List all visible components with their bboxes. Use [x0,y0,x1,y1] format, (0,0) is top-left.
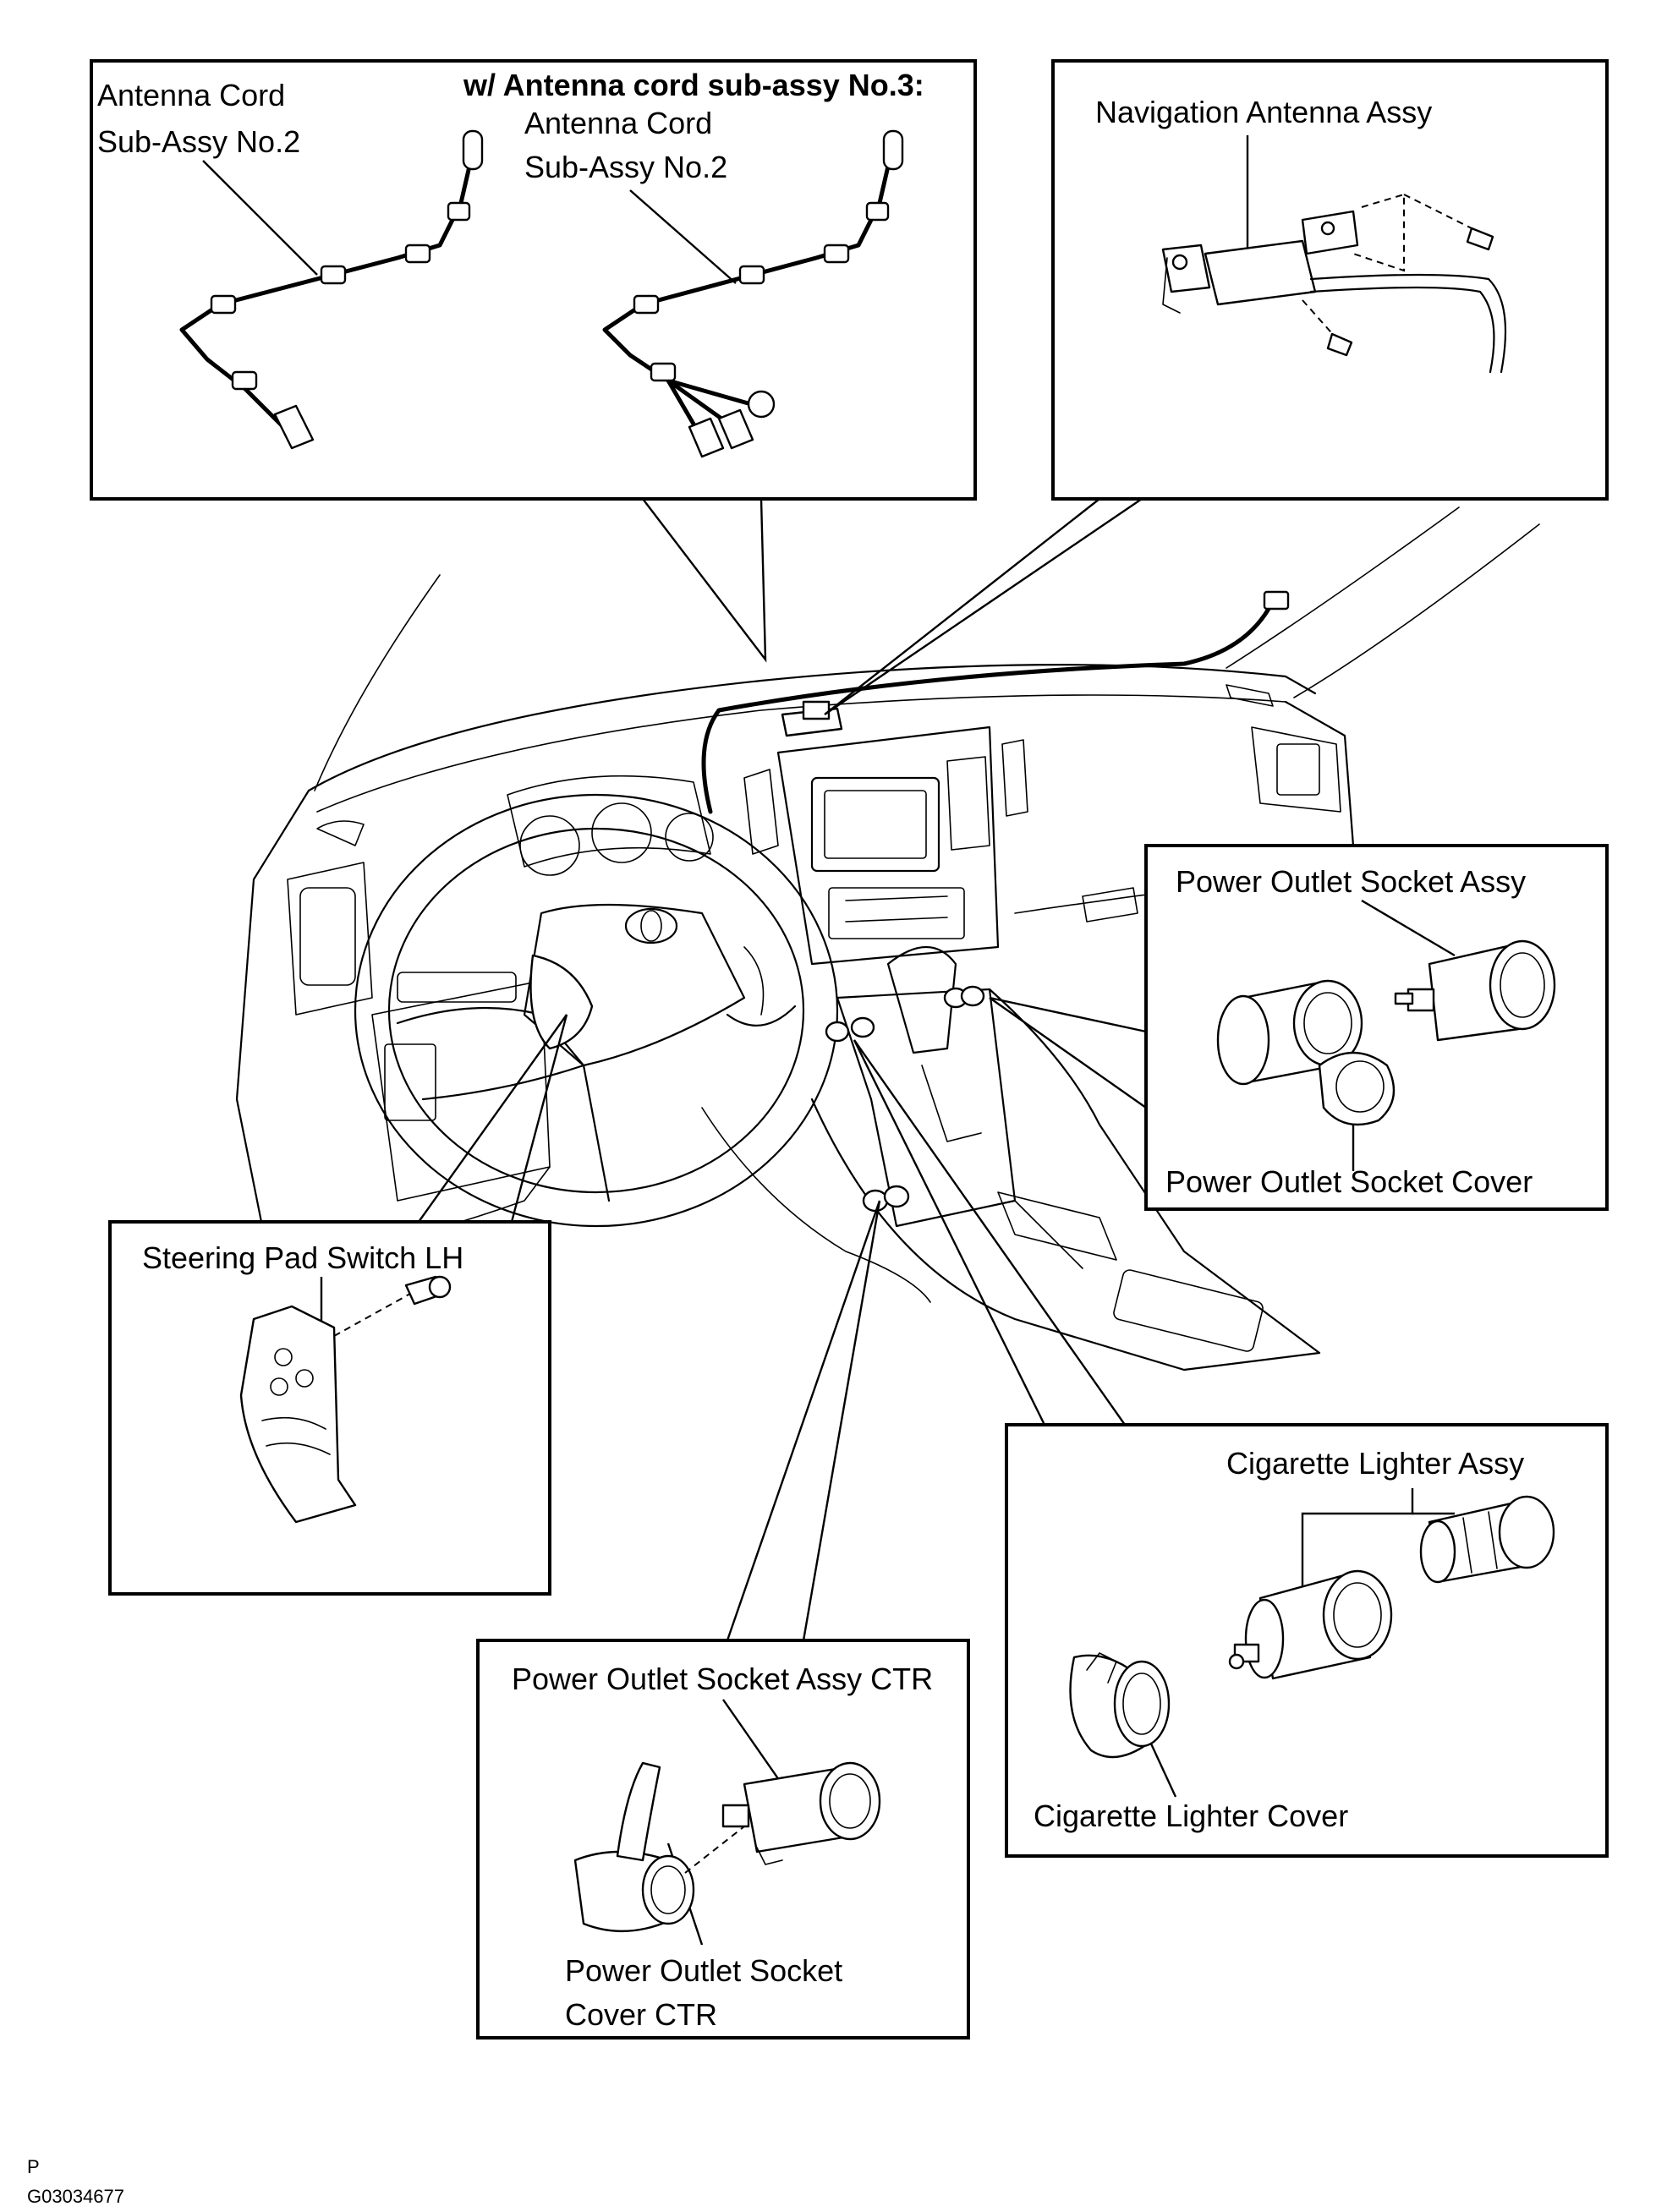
navigation-antenna-label: Navigation Antenna Assy [1095,95,1432,129]
steering-pad-switch-label: Steering Pad Switch LH [142,1240,463,1275]
antenna-cord-left-label-line2: Sub-Assy No.2 [97,124,300,159]
power-outlet-ctr-cover-label-line1: Power Outlet Socket [565,1953,842,1988]
power-outlet-ctr-cover-part [573,1761,745,1933]
cigarette-lighter-callout: Cigarette Lighter Assy Cigarette Lighter… [1005,1423,1609,1858]
power-outlet-ctr-callout: Power Outlet Socket Assy CTR Power Outle… [476,1639,970,2040]
antenna-cord-no2-standard [179,129,484,450]
power-outlet-socket-part [1394,939,1556,1042]
power-outlet-ctr-cover-label-line2: Cover CTR [565,1997,717,2032]
antenna-cord-left-label-line1: Antenna Cord [97,78,285,112]
dashboard-illustration [235,506,1540,1372]
antenna-cord-no2-with-no3 [602,129,904,458]
power-outlet-socket-assy-label: Power Outlet Socket Assy [1176,864,1526,899]
figure-footer: P G03034677 [27,2156,124,2207]
cigarette-lighter-plug-part [1419,1495,1555,1584]
power-outlet-ctr-assy-label: Power Outlet Socket Assy CTR [512,1662,933,1696]
cigarette-lighter-cover-label: Cigarette Lighter Cover [1034,1799,1348,1833]
navigation-antenna-callout: Navigation Antenna Assy [1051,59,1609,501]
antenna-cord-right-label-line1: Antenna Cord [524,106,712,140]
power-outlet-socket-callout: Power Outlet Socket Assy Power Outlet So… [1144,844,1609,1211]
power-outlet-ctr-socket-part [721,1761,881,1865]
callout-leaders [418,498,1147,1641]
antenna-cord-right-label-line2: Sub-Assy No.2 [524,150,727,184]
power-outlet-socket-cover-label: Power Outlet Socket Cover [1165,1164,1533,1199]
antenna-variant-header: w/ Antenna cord sub-assy No.3: [463,68,924,102]
power-outlet-cover-part [1216,979,1396,1126]
figure-code: G03034677 [27,2186,124,2207]
steering-pad-switch-callout: Steering Pad Switch LH [108,1220,551,1596]
steering-pad-switch-part [239,1275,452,1524]
antenna-cord-callout: Antenna Cord Sub-Assy No.2 w/ Antenna co… [90,59,977,501]
section-letter: P [27,2156,40,2177]
cigarette-lighter-cover-part [1069,1652,1171,1759]
navigation-antenna-part [1161,193,1507,374]
cigarette-lighter-socket-part [1228,1569,1393,1680]
cigarette-lighter-assy-label: Cigarette Lighter Assy [1226,1446,1524,1481]
